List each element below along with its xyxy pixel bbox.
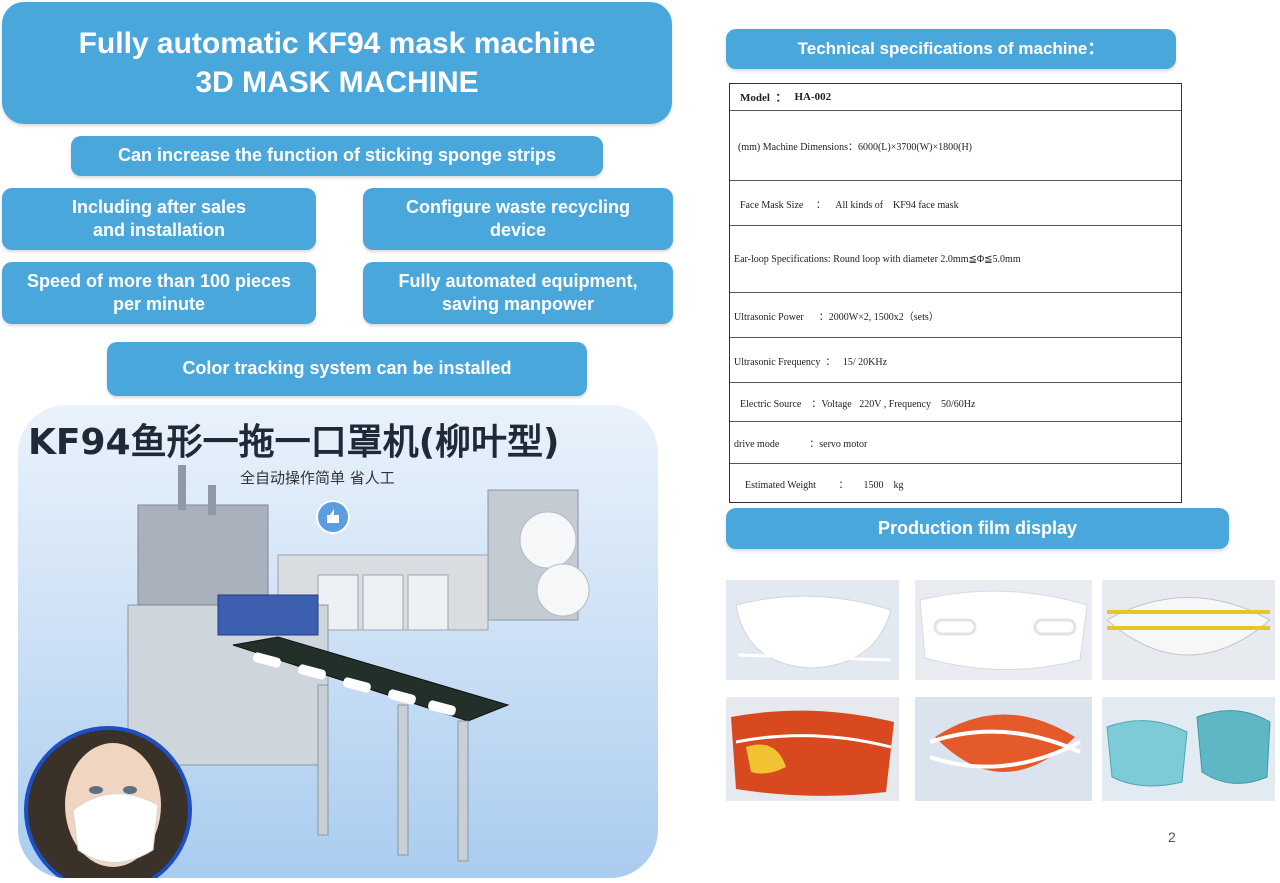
spec-weight-text: Estimated Weight ： 1500 kg [745,479,904,491]
title-banner: Fully automatic KF94 mask machine 3D MAS… [2,2,672,124]
spec-row-mask-size: Face Mask Size ： All kinds of KF94 face … [730,181,1181,226]
feature-after-sales-line1: Including after sales [71,196,247,217]
spec-row-dimensions: (mm) Machine Dimensions：6000(L)×3700(W)×… [730,111,1181,181]
spec-ear-loop-text: Ear-loop Specifications: Round loop with… [734,253,1021,265]
sample-photo-1 [726,580,899,680]
spec-ultrasonic-frequency-text: Ultrasonic Frequency ： 15/ 20KHz [734,356,888,368]
feature-waste-recycling: Configure waste recycling device [363,188,673,250]
sample-photo-6 [1102,697,1275,801]
feature-waste-line1: Configure waste recycling [405,196,631,217]
photo-slogan: 全自动操作简单 省人工 [240,469,395,487]
spec-row-model: Model ： HA-002 [730,84,1181,111]
gallery-heading-text: Production film display [877,517,1078,538]
feature-after-sales-line2: and installation [92,220,225,240]
spec-drive-mode-text: drive mode ：servo motor [734,439,868,450]
sample-photo-4 [726,697,899,801]
title-line-1: Fully automatic KF94 mask machine [78,27,596,60]
spec-row-drive-mode: drive mode ：servo motor [730,422,1181,464]
feature-automated-line1: Fully automated equipment, [398,270,638,291]
sample-photo-5 [915,697,1092,801]
spec-ultrasonic-power-text: Ultrasonic Power ：2000W×2, 1500x2（sets） [734,311,939,323]
specs-heading-text: Technical specifications of machine： [797,38,1105,58]
machine-photo: KF94鱼形一拖一口罩机(柳叶型) 全自动操作简单 省人工 [18,405,658,878]
spec-mask-size-text: Face Mask Size ： All kinds of KF94 face … [740,199,959,211]
sample-photo-2 [915,580,1092,680]
feature-speed: Speed of more than 100 pieces per minute [2,262,316,324]
photo-banner-title: KF94鱼形一拖一口罩机(柳叶型) [28,422,560,463]
spec-model-label: Model ： [740,92,787,104]
spec-row-ultrasonic-frequency: Ultrasonic Frequency ： 15/ 20KHz [730,338,1181,383]
feature-color-tracking-text: Color tracking system can be installed [182,358,512,379]
feature-waste-line2: device [489,220,547,240]
page-number: 2 [1168,829,1176,845]
title-line-2: 3D MASK MACHINE [195,66,479,99]
gallery-heading: Production film display [726,508,1229,549]
feature-after-sales: Including after sales and installation [2,188,316,250]
specs-heading: Technical specifications of machine： [726,29,1176,69]
specs-table: Model ： HA-002 (mm) Machine Dimensions：6… [729,83,1182,503]
feature-color-tracking: Color tracking system can be installed [107,342,587,396]
feature-sponge-strips: Can increase the function of sticking sp… [71,136,603,176]
sample-photo-3 [1102,580,1275,680]
feature-speed-line2: per minute [112,294,205,314]
spec-row-electric-source: Electric Source ：Voltage 220V , Frequenc… [730,383,1181,422]
feature-sponge-text: Can increase the function of sticking sp… [117,145,557,166]
spec-row-ultrasonic-power: Ultrasonic Power ：2000W×2, 1500x2（sets） [730,293,1181,338]
machine-illustration [24,465,590,878]
feature-automated: Fully automated equipment, saving manpow… [363,262,673,324]
spec-model-value: HA-002 [794,91,832,103]
spec-row-weight: Estimated Weight ： 1500 kg [730,464,1181,502]
feature-speed-line1: Speed of more than 100 pieces [26,270,292,291]
spec-electric-source-text: Electric Source ：Voltage 220V , Frequenc… [740,398,976,410]
feature-automated-line2: saving manpower [441,294,595,314]
spec-dimensions-text: (mm) Machine Dimensions：6000(L)×3700(W)×… [738,142,973,153]
spec-row-ear-loop: Ear-loop Specifications: Round loop with… [730,226,1181,293]
